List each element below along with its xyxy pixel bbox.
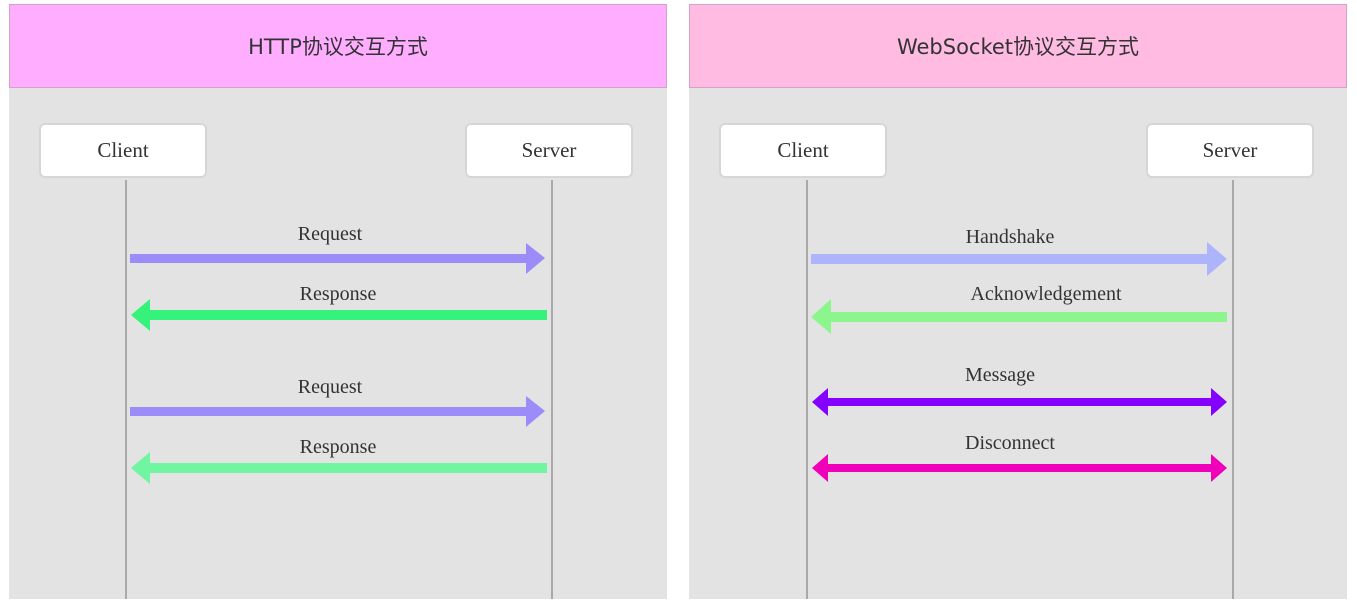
http-panel-title: HTTP协议交互方式 <box>9 4 667 88</box>
http-panel-body: Client Server Request Response Request R… <box>9 88 667 599</box>
http-response-arrow-2 <box>131 452 547 484</box>
ws-handshake-arrow <box>811 242 1227 276</box>
http-panel: HTTP协议交互方式 Client Server Request Respons… <box>9 4 667 599</box>
ws-acknowledgement-label: Acknowledgement <box>970 283 1122 305</box>
http-server-box: Server <box>465 123 633 178</box>
websocket-panel-title: WebSocket协议交互方式 <box>689 4 1347 88</box>
ws-server-lifeline <box>1232 180 1234 599</box>
http-client-box: Client <box>39 123 207 178</box>
ws-client-lifeline <box>806 180 808 599</box>
http-request-arrow-2 <box>130 396 545 427</box>
ws-server-box: Server <box>1146 123 1314 178</box>
ws-disconnect-arrow <box>812 454 1227 482</box>
http-request-label-2: Request <box>297 376 363 398</box>
http-response-label-1: Response <box>299 283 377 305</box>
websocket-panel-body: Client Server Handshake Acknowledgement … <box>689 88 1347 599</box>
http-request-label-1: Request <box>297 223 363 245</box>
http-response-arrow-1 <box>131 299 547 331</box>
http-server-lifeline <box>551 180 553 599</box>
ws-disconnect-label: Disconnect <box>965 432 1055 454</box>
http-client-lifeline <box>125 180 127 599</box>
websocket-panel: WebSocket协议交互方式 Client Server Handshake … <box>689 4 1347 599</box>
ws-client-box: Client <box>719 123 887 178</box>
ws-message-arrow <box>812 388 1227 416</box>
ws-message-label: Message <box>965 364 1035 386</box>
ws-handshake-label: Handshake <box>965 226 1055 248</box>
http-response-label-2: Response <box>299 436 377 458</box>
ws-acknowledgement-arrow <box>811 299 1227 334</box>
http-request-arrow-1 <box>130 243 545 274</box>
